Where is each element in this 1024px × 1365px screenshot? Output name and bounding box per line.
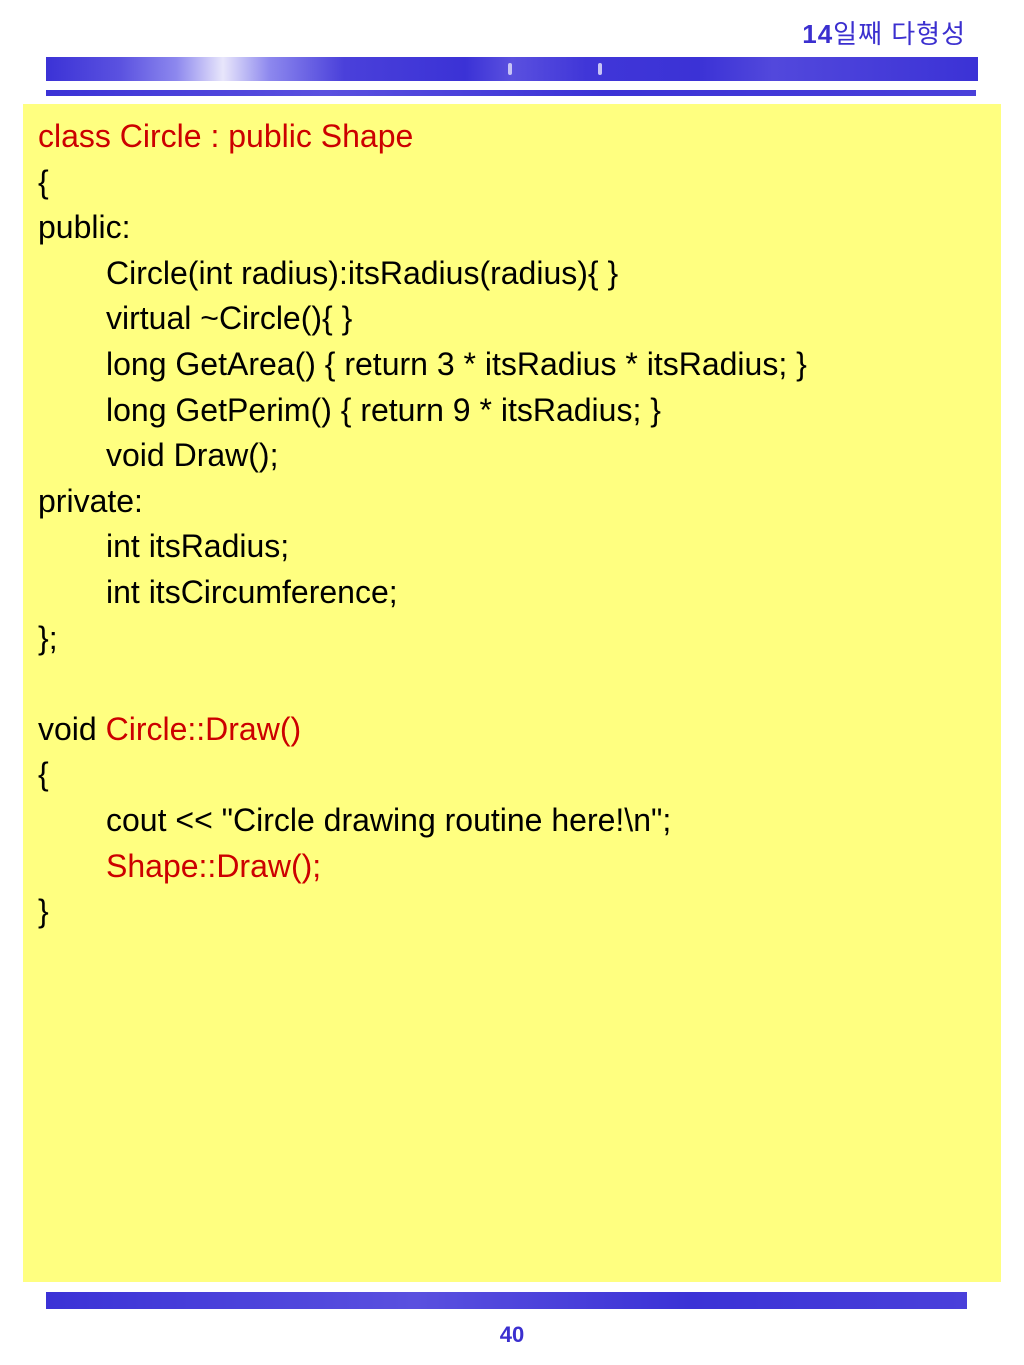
code-line: Circle(int radius):itsRadius(radius){ } [38, 251, 1001, 297]
code-line: int itsCircumference; [38, 570, 1001, 616]
code-panel: class Circle : public Shape { public: Circl… [23, 104, 1001, 1282]
code-token: int itsCircumference; [106, 573, 398, 610]
code-line: void Draw(); [38, 433, 1001, 479]
header-day-number: 14 [802, 19, 834, 49]
code-line: } [38, 889, 1001, 935]
code-token: Shape::Draw(); [106, 847, 322, 884]
code-token: int itsRadius; [106, 528, 290, 565]
code-line: long GetPerim() { return 9 * itsRadius; … [38, 388, 1001, 434]
header-title-text: 일째 다형성 [833, 19, 966, 49]
code-line: { [38, 752, 1001, 798]
code-line: long GetArea() { return 3 * itsRadius * … [38, 342, 1001, 388]
code-token: Circle(int radius):itsRadius(radius){ } [106, 254, 619, 291]
code-line: public: [38, 205, 1001, 251]
code-line: int itsRadius; [38, 524, 1001, 570]
code-line [38, 661, 1001, 707]
code-token: cout << "Circle drawing routine here!\n"… [106, 801, 672, 838]
code-line: Shape::Draw(); [38, 844, 1001, 890]
code-line: virtual ~Circle(){ } [38, 296, 1001, 342]
code-line: }; [38, 616, 1001, 662]
top-decorative-bar [46, 57, 978, 81]
code-token: class Circle : public Shape [38, 118, 414, 154]
code-token: Circle::Draw() [105, 710, 302, 747]
code-token: } [38, 893, 49, 930]
bar-glint [598, 63, 602, 75]
bottom-decorative-bar [46, 1292, 967, 1309]
code-line: void Circle::Draw() [38, 707, 1001, 753]
code-token: void [38, 710, 106, 747]
code-token: void Draw(); [106, 437, 279, 474]
code-token: { [38, 756, 49, 793]
code-token: }; [38, 619, 58, 656]
bar-glint [508, 63, 512, 75]
code-token: public: [38, 209, 131, 246]
slide-header-title: 14일째 다형성 [802, 14, 966, 51]
code-token: { [38, 163, 49, 200]
code-line: cout << "Circle drawing routine here!\n"… [38, 798, 1001, 844]
code-line: class Circle : public Shape [38, 114, 1001, 160]
code-line: private: [38, 479, 1001, 525]
page-number: 40 [499, 1322, 525, 1347]
code-token: private: [38, 482, 143, 519]
top-divider-line [46, 90, 976, 96]
code-line: { [38, 160, 1001, 206]
code-token: virtual ~Circle(){ } [106, 300, 353, 337]
code-token: long GetPerim() { return 9 * itsRadius; … [106, 391, 661, 428]
code-token: long GetArea() { return 3 * itsRadius * … [106, 345, 807, 382]
